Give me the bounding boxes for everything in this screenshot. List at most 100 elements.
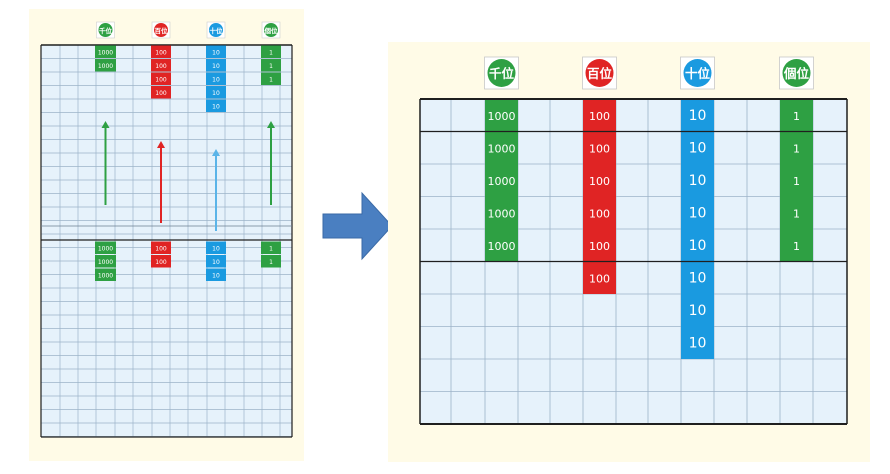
top-section-tile-label: 10	[212, 63, 220, 70]
tile	[780, 229, 813, 262]
tile-label: 10	[689, 206, 707, 222]
tile-label: 1000	[488, 143, 516, 156]
tile	[485, 164, 518, 197]
place-header-label: 十位	[685, 66, 711, 81]
bottom-section-tile	[151, 255, 171, 268]
tile-label: 100	[589, 110, 610, 123]
top-section-tile	[261, 59, 281, 72]
tile	[681, 131, 714, 164]
right-place-value-chart: 1000 1000 1000 1000 1000 100 100 100 100 100 100 10…	[419, 56, 848, 425]
top-section-tile	[206, 59, 226, 72]
top-section-tile-label: 10	[212, 90, 220, 97]
bottom-section-tile	[95, 255, 116, 268]
top-section-tile	[206, 72, 226, 85]
tile	[780, 131, 813, 164]
up-arrow-icon	[267, 121, 275, 128]
tile	[583, 131, 616, 164]
tile-label: 100	[589, 143, 610, 156]
top-section-tile-label: 10	[212, 77, 220, 84]
top-section-tile	[151, 45, 171, 58]
top-section-tile-label: 10	[212, 104, 220, 111]
bottom-section-tile	[95, 268, 116, 281]
tile	[780, 196, 813, 229]
top-section-tile-label: 10	[212, 50, 220, 57]
place-header-label: 個位	[264, 26, 279, 35]
top-section-tile	[206, 86, 226, 99]
bottom-section-tile	[206, 255, 226, 268]
bottom-section-tile-label: 10	[212, 273, 220, 280]
tile	[681, 229, 714, 262]
tile-label: 10	[689, 336, 707, 352]
bottom-section-tile	[206, 268, 226, 281]
right-panel: 1000 1000 1000 1000 1000 100 100 100 100 100 100 10…	[388, 42, 870, 462]
bottom-section-tile	[261, 255, 281, 268]
top-section-tile-label: 100	[155, 63, 167, 70]
top-section-tile	[261, 45, 281, 58]
tile-label: 10	[689, 238, 707, 254]
place-header-badge	[98, 23, 113, 37]
top-section-tile-label: 1	[269, 77, 273, 84]
bottom-section-tile	[95, 241, 116, 254]
tile	[583, 261, 616, 294]
place-header-badge	[154, 23, 168, 37]
place-header-label: 百位	[155, 26, 169, 35]
place-header-badge	[487, 59, 516, 87]
bottom-section-tile	[206, 241, 226, 254]
tile	[681, 164, 714, 197]
top-section-tile-label: 1000	[98, 50, 113, 57]
left-place-value-chart: 千位百位十位個位10001000100100100100101010101011…	[40, 21, 293, 438]
tile-label: 100	[589, 240, 610, 253]
tile-label: 10	[689, 141, 707, 157]
top-section-tile	[151, 72, 171, 85]
top-section-tile	[151, 59, 171, 72]
tile-label: 100	[589, 208, 610, 221]
bottom-section-tile-label: 1	[269, 259, 273, 266]
top-section-tile-label: 100	[155, 77, 167, 84]
tile	[780, 99, 813, 132]
place-header-badge	[264, 23, 278, 37]
place-header-badge	[209, 23, 223, 37]
tile	[583, 229, 616, 262]
top-section-tile-label: 100	[155, 90, 167, 97]
place-header-badge	[782, 59, 811, 87]
top-section-tile	[151, 86, 171, 99]
tile	[681, 196, 714, 229]
tile	[485, 131, 518, 164]
tile	[485, 99, 518, 132]
tile-label: 10	[689, 108, 707, 124]
place-header-label: 個位	[783, 66, 810, 81]
tile-label: 1	[793, 110, 800, 123]
tile	[583, 164, 616, 197]
top-section-tile	[95, 45, 116, 58]
bottom-section-tile-label: 100	[155, 246, 167, 253]
bottom-section-tile-label: 10	[212, 259, 220, 266]
top-section-tile	[206, 99, 226, 112]
grid-background	[41, 45, 292, 437]
tile-label: 100	[589, 273, 610, 286]
tile-label: 1000	[488, 208, 516, 221]
tile	[681, 99, 714, 132]
bottom-section-tile-label: 1000	[98, 246, 113, 253]
up-arrow-icon	[101, 121, 110, 128]
tile	[583, 99, 616, 132]
tile-label: 100	[589, 175, 610, 188]
tile-label: 10	[689, 303, 707, 319]
top-section-tile	[95, 59, 116, 72]
tile-label: 1000	[488, 240, 516, 253]
place-header-label: 十位	[210, 26, 224, 35]
tile	[681, 261, 714, 294]
top-section-tile	[206, 45, 226, 58]
tile-label: 1	[793, 175, 800, 188]
tile	[583, 196, 616, 229]
tile-label: 10	[689, 271, 707, 287]
up-arrow-icon	[157, 141, 165, 148]
tile-label: 1000	[488, 175, 516, 188]
tile-label: 1	[793, 240, 800, 253]
top-section-tile-label: 1000	[98, 63, 113, 70]
place-header-label: 千位	[489, 66, 515, 81]
tile-label: 1000	[488, 110, 516, 123]
tile	[485, 229, 518, 262]
tile	[485, 196, 518, 229]
